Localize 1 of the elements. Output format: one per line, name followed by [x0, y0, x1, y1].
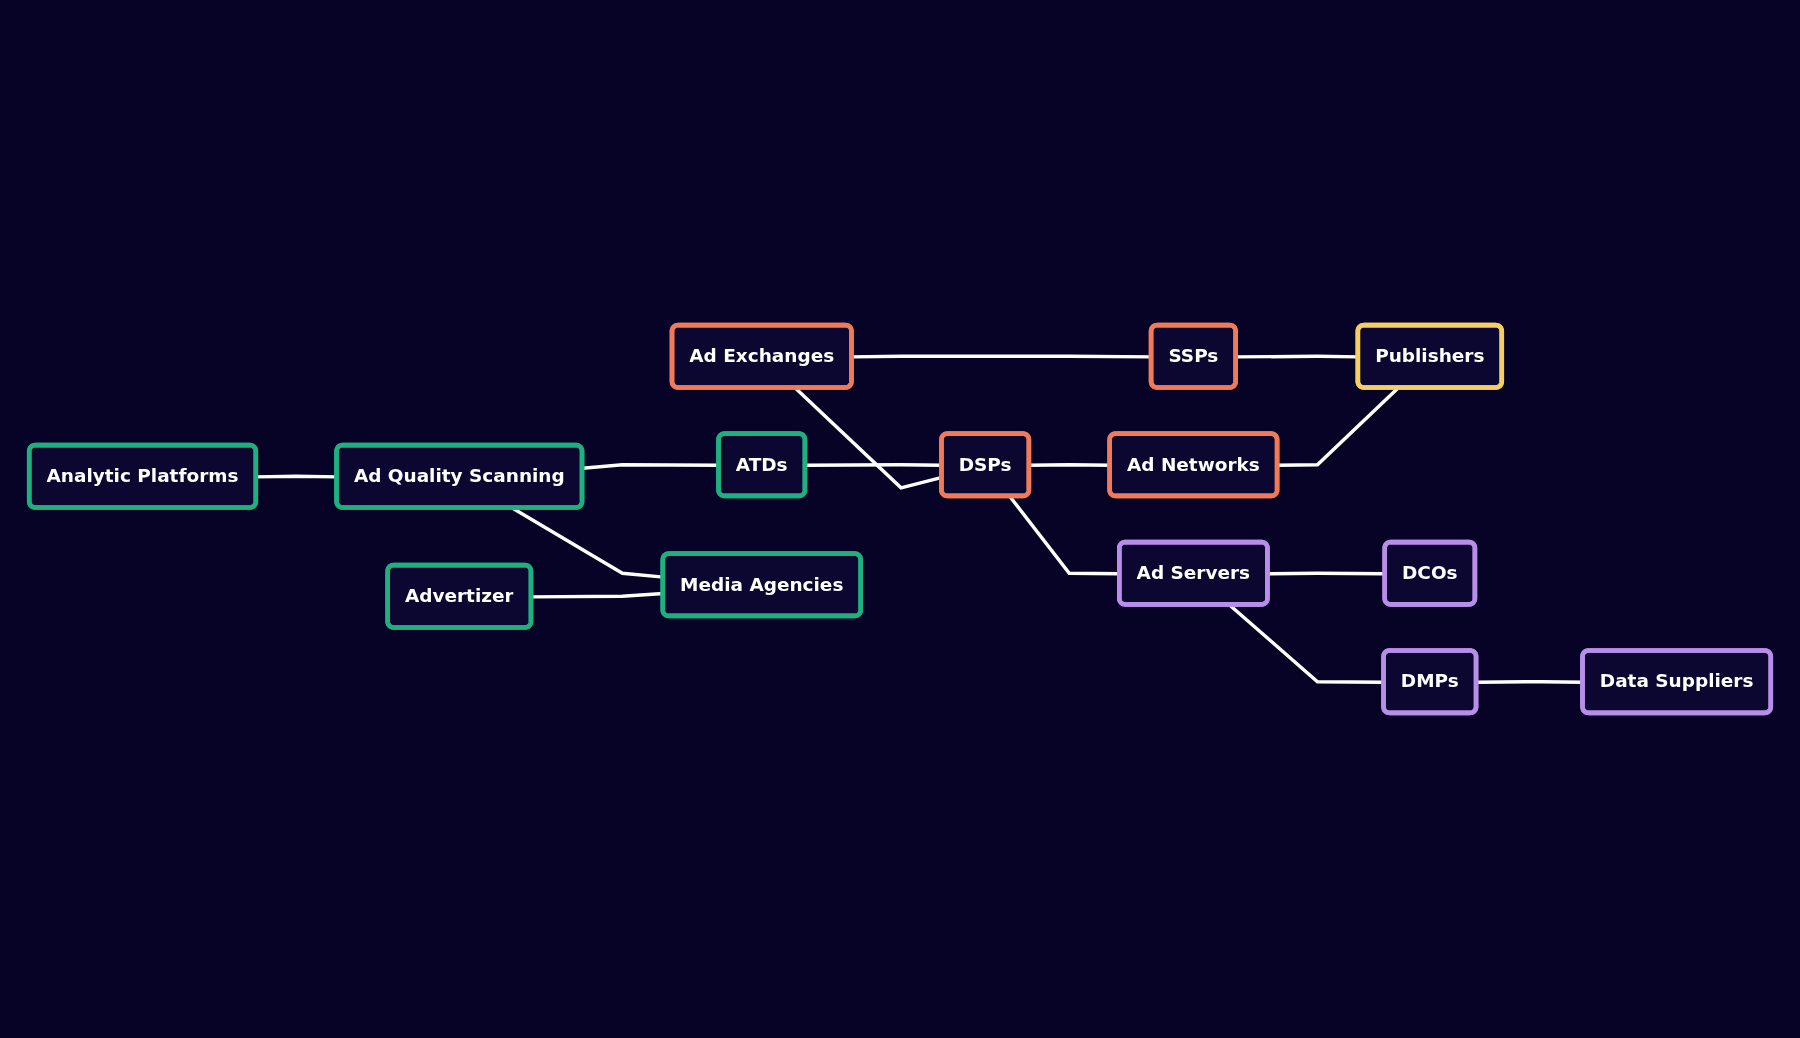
connector — [1236, 354, 1359, 359]
